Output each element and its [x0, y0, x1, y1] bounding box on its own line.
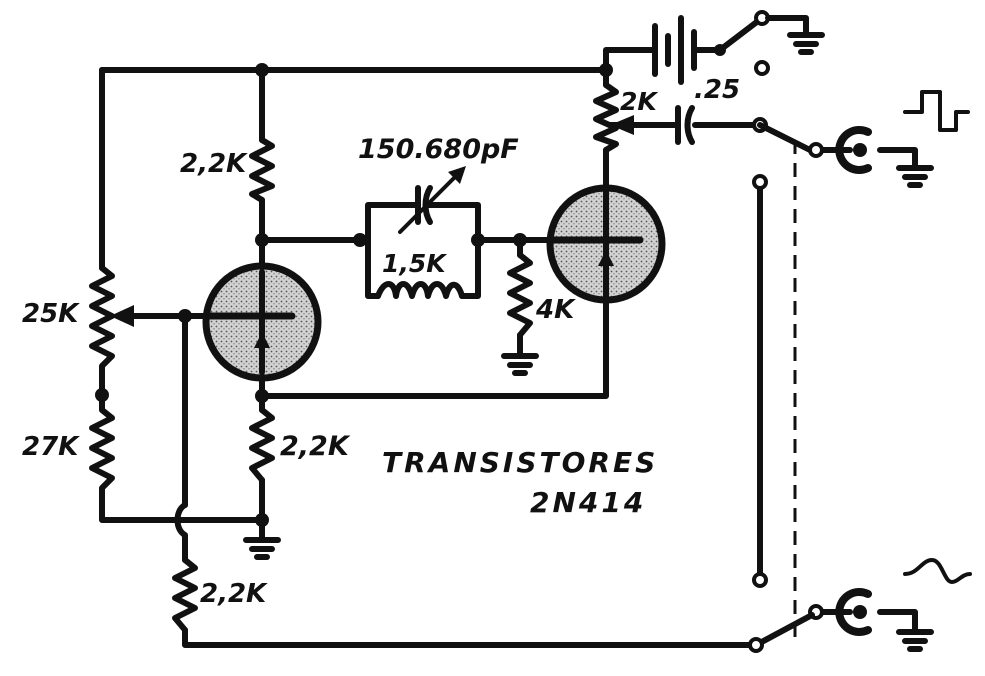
transistor-left-icon — [201, 262, 322, 382]
label-r-4k: 4K — [535, 295, 576, 325]
jack-bottom-icon — [835, 588, 918, 636]
output-capacitor-icon — [647, 105, 695, 145]
label-pot-25k: 25K — [22, 299, 80, 329]
power-switch-icon — [714, 10, 809, 76]
label-cap-out: .25 — [694, 75, 740, 105]
ground-icon — [896, 165, 934, 188]
potentiometer-25k-icon — [89, 265, 153, 398]
label-cap-variable: 150.680pF — [358, 134, 519, 165]
transistor-right-icon — [546, 183, 666, 304]
resistor-2-2k-emitter-icon — [249, 407, 275, 483]
jack-top-icon — [835, 126, 918, 174]
ground-icon — [896, 629, 934, 652]
ground-icon — [243, 537, 281, 560]
ground-icon — [787, 32, 825, 55]
resistor-2-2k-top-icon — [249, 137, 275, 203]
resistor-1-5k-icon — [375, 281, 465, 299]
label-r-coupling: 1,5K — [382, 249, 447, 278]
label-r-emitter: 2,2K — [280, 431, 351, 462]
label-r-27k: 27K — [22, 432, 80, 462]
potentiometer-2k-icon — [593, 82, 634, 153]
ground-icon — [501, 353, 539, 376]
sine-wave-icon — [903, 558, 972, 584]
square-wave-icon — [903, 90, 970, 132]
variable-capacitor-icon — [398, 166, 466, 234]
label-r-top-left: 2,2K — [180, 149, 248, 179]
resistor-27k-icon — [89, 392, 115, 503]
title-line-1: TRANSISTORES — [382, 446, 658, 479]
output-switch-bottom-icon — [748, 572, 824, 653]
label-r-bottom: 2,2K — [200, 579, 268, 609]
resistor-4k-icon — [507, 252, 533, 338]
resistor-2-2k-bottom-icon — [172, 557, 198, 633]
label-pot-2k: 2K — [620, 87, 658, 116]
battery-icon — [637, 15, 703, 85]
output-switch-top-icon — [752, 117, 824, 190]
title-line-2: 2N414 — [530, 486, 646, 519]
